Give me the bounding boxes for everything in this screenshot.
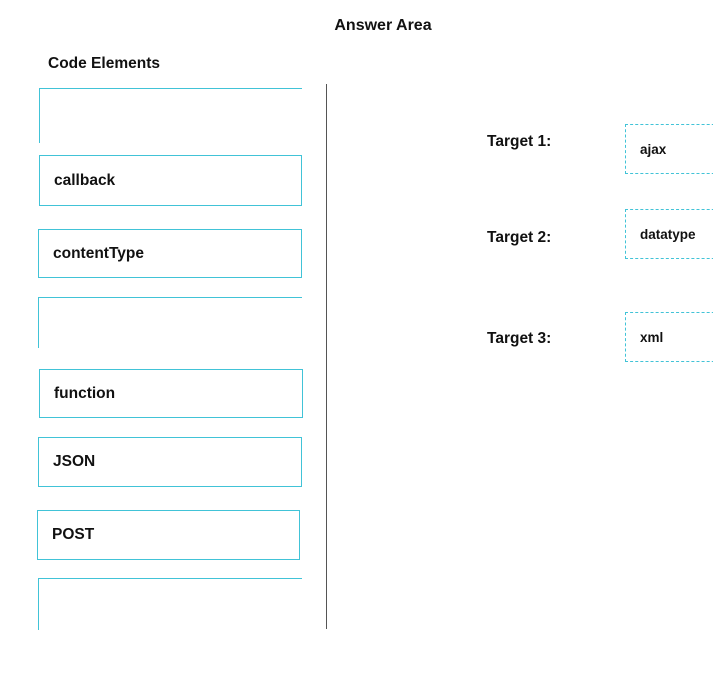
target-3-label: Target 3: <box>487 330 552 347</box>
answer-area-title: Answer Area <box>334 17 432 34</box>
code-element-empty-slot-3[interactable] <box>38 578 302 630</box>
code-element-contenttype[interactable]: contentType <box>38 229 302 278</box>
code-element-empty-slot-1[interactable] <box>39 88 302 143</box>
code-element-function[interactable]: function <box>39 369 303 418</box>
target-1-drop-zone[interactable]: ajax <box>625 124 713 174</box>
target-3-drop-zone[interactable]: xml <box>625 312 713 362</box>
code-element-callback[interactable]: callback <box>39 155 302 206</box>
code-elements-heading: Code Elements <box>48 55 160 72</box>
code-element-post[interactable]: POST <box>37 510 300 560</box>
target-2-drop-zone[interactable]: datatype <box>625 209 713 259</box>
code-element-json[interactable]: JSON <box>38 437 302 487</box>
target-2-label: Target 2: <box>487 229 552 246</box>
target-1-label: Target 1: <box>487 133 552 150</box>
vertical-divider <box>326 84 327 629</box>
code-element-empty-slot-2[interactable] <box>38 297 302 348</box>
